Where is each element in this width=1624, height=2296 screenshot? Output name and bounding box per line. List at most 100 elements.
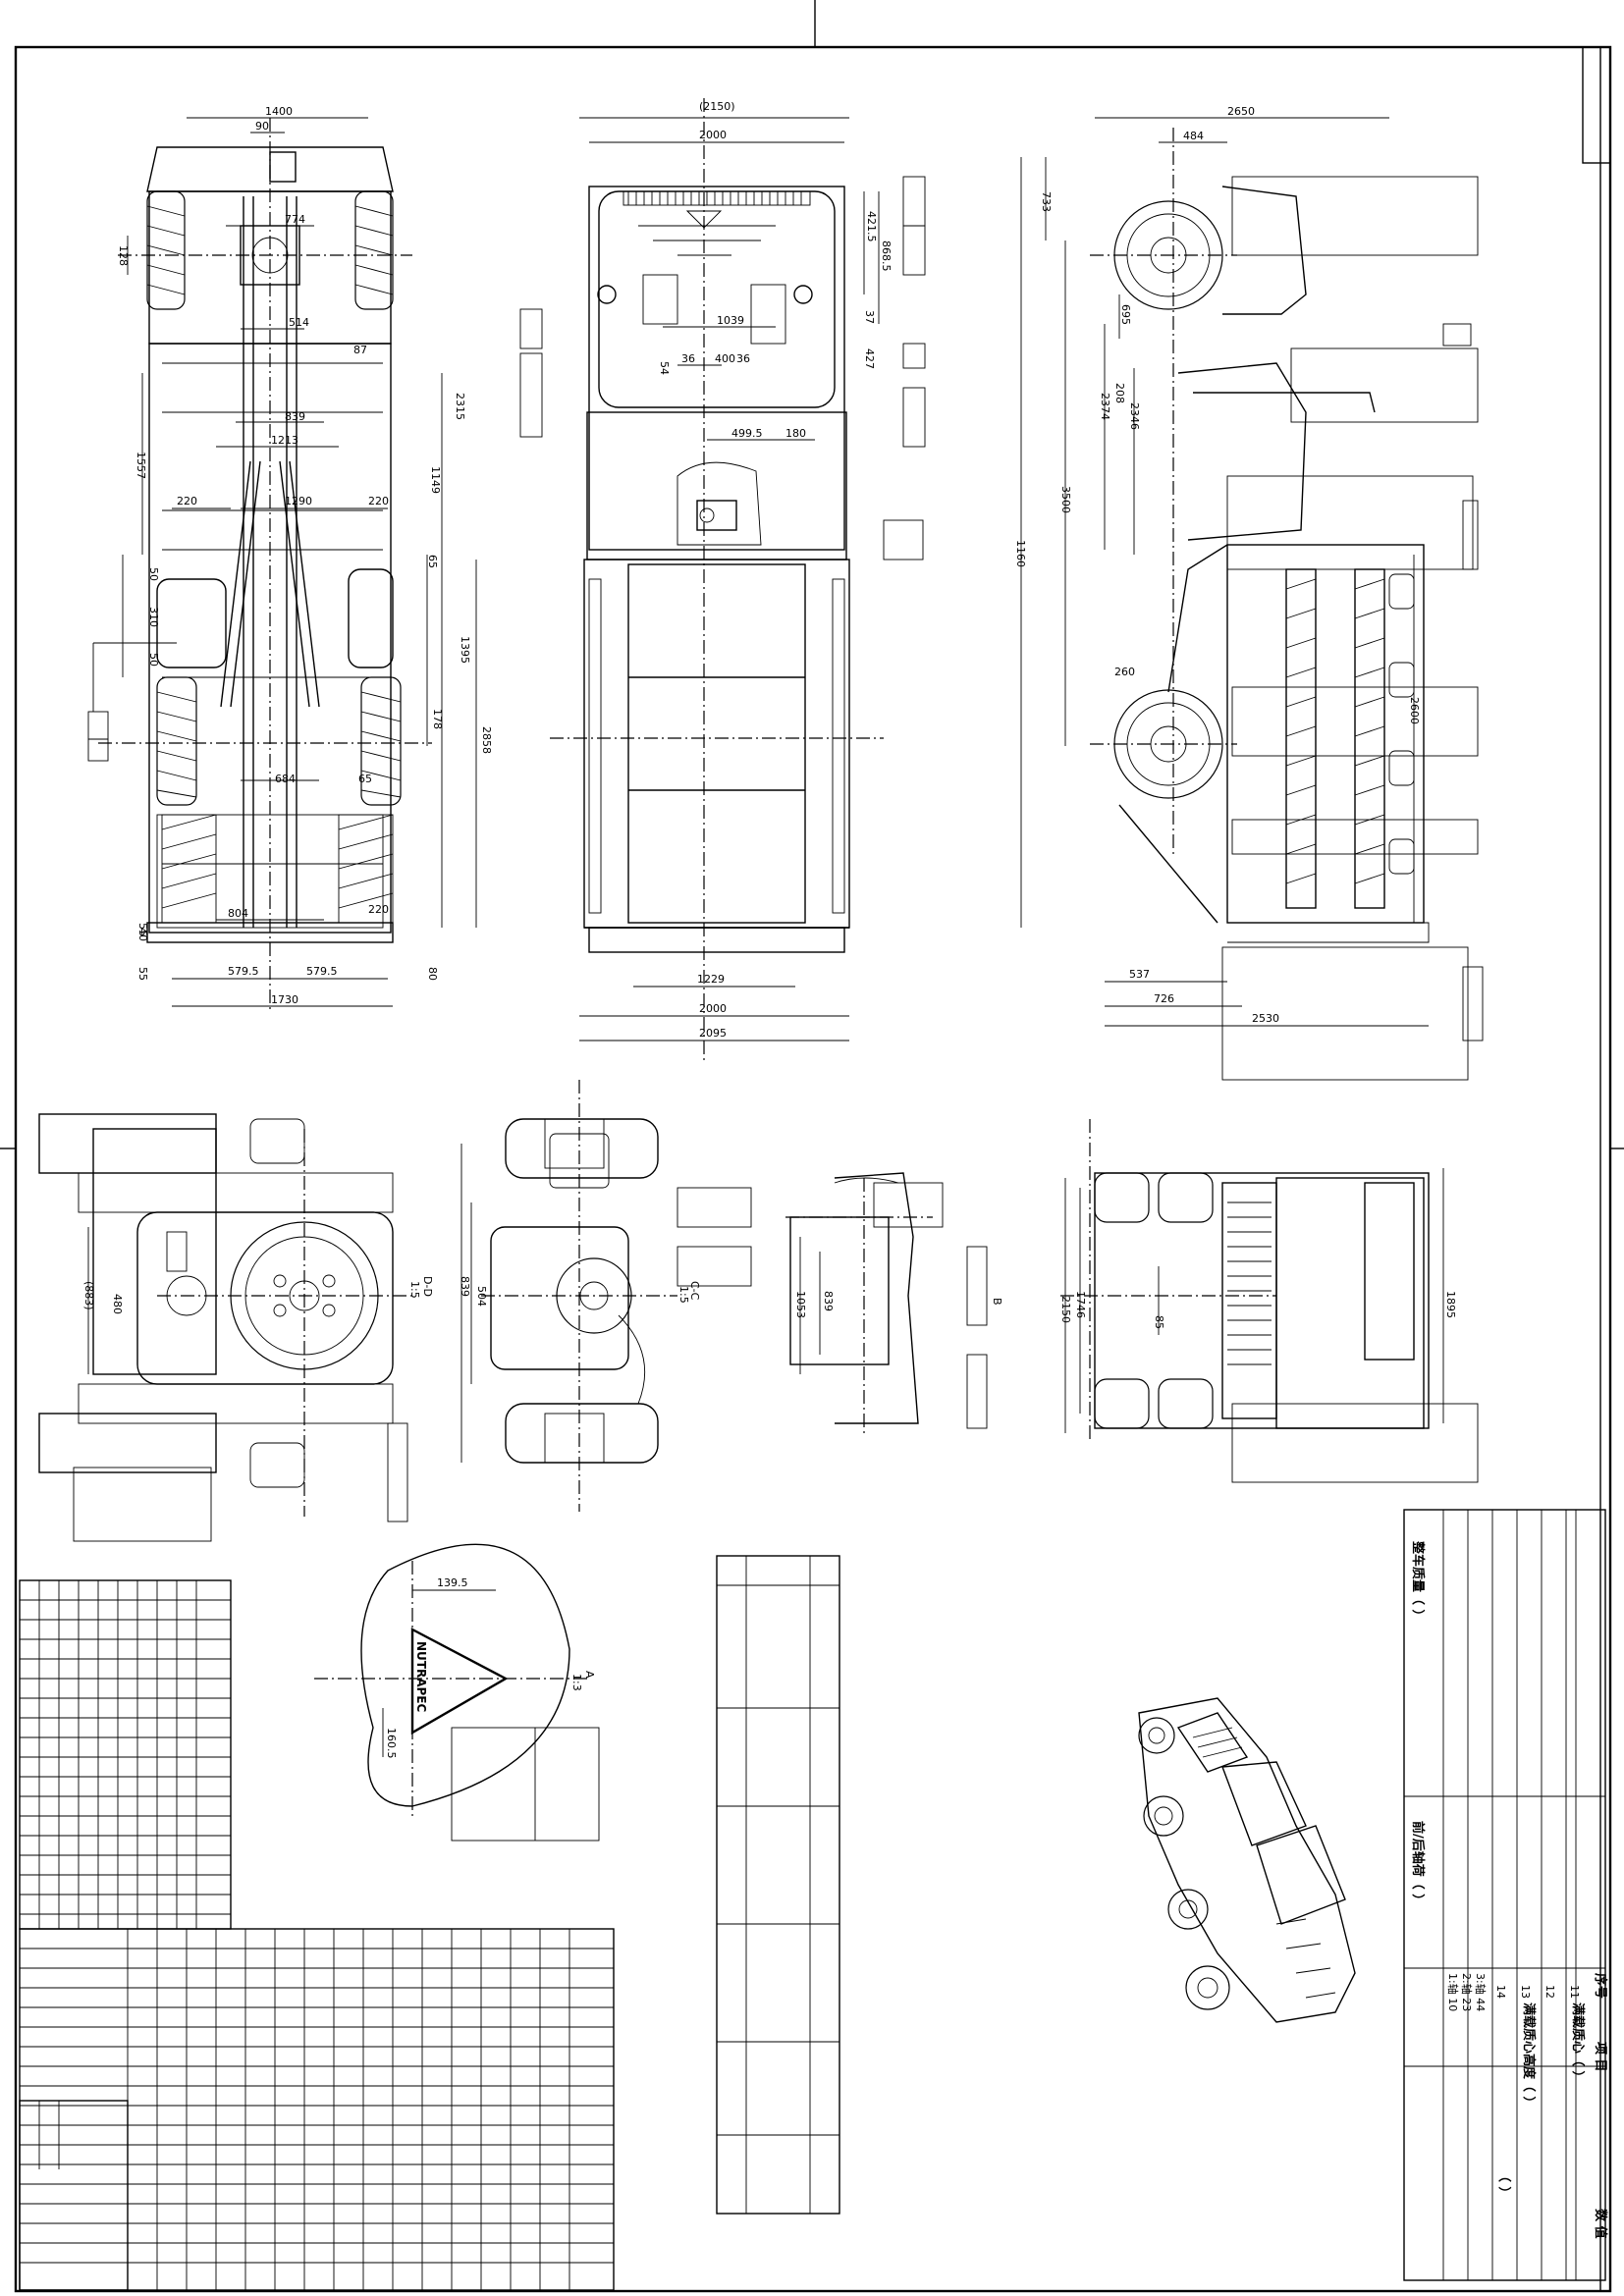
dim-220-left: 220 bbox=[177, 495, 197, 507]
dim-80: 80 bbox=[426, 967, 439, 981]
dim-480: 480 bbox=[111, 1294, 124, 1314]
dim-579-5-right: 579.5 bbox=[306, 965, 338, 978]
dim-2374: 2374 bbox=[1099, 393, 1111, 420]
dim-37: 37 bbox=[863, 310, 876, 324]
dim-160-5: 160.5 bbox=[385, 1728, 398, 1759]
body-top-view: (2150) 2000 421.5 868.5 1039 400 36 36 3… bbox=[519, 98, 926, 1060]
dim-85: 85 bbox=[1153, 1315, 1165, 1329]
dim-50-b: 50 bbox=[147, 653, 160, 667]
dim-3500: 3500 bbox=[1059, 486, 1072, 513]
dim-2315: 2315 bbox=[454, 393, 466, 420]
dim-499-5: 499.5 bbox=[731, 427, 763, 440]
side-view: 2650 484 733 695 2374 2346 3500 1160 260… bbox=[1014, 105, 1484, 1081]
dim-868-5: 868.5 bbox=[880, 240, 893, 272]
label-vehicle-mass: 整车质量（ ） bbox=[1410, 1540, 1426, 1623]
dim-310: 310 bbox=[147, 607, 160, 627]
dim-2600: 2600 bbox=[1408, 697, 1421, 724]
detail-engine-view: (883) 480 D-D 1:5 bbox=[38, 1113, 434, 1542]
dim-2095: 2095 bbox=[699, 1027, 727, 1040]
dim-220-rear: 220 bbox=[368, 903, 389, 916]
dim-1400: 1400 bbox=[265, 105, 293, 118]
rear-view: 2150 1746 85 1895 bbox=[1059, 1119, 1479, 1483]
dim-65-side: 65 bbox=[426, 555, 439, 568]
dim-55-a: 55 bbox=[136, 967, 149, 981]
scale-c-c: 1:5 bbox=[677, 1286, 690, 1304]
dim-128: 128 bbox=[117, 245, 130, 266]
dim-1895: 1895 bbox=[1444, 1291, 1457, 1318]
logo-detail-view: NUTRAPEC 139.5 A 1:3 160.5 bbox=[314, 1543, 600, 1842]
title-block: 整车质量（ ） 前/后轴荷（ ） 1:轴 10 2:轴 23 3:轴 44 14… bbox=[1403, 1509, 1608, 2281]
label-paren: （ ） bbox=[1496, 2169, 1512, 2200]
dim-36-a: 36 bbox=[681, 352, 695, 365]
dim-2346: 2346 bbox=[1128, 402, 1141, 430]
spec-line-3: 3:轴 44 bbox=[1474, 1973, 1488, 2011]
label-b: B bbox=[991, 1298, 1003, 1306]
dim-684: 684 bbox=[275, 773, 296, 785]
dim-36-b: 36 bbox=[736, 352, 750, 365]
dim-579-5-left: 579.5 bbox=[228, 965, 259, 978]
dim-1053: 1053 bbox=[794, 1291, 807, 1318]
dim-40: 40 bbox=[136, 928, 149, 941]
row-13: 13 bbox=[1519, 1985, 1532, 1999]
dim-839-c: 839 bbox=[822, 1291, 835, 1311]
dim-2000-top: 2000 bbox=[699, 129, 727, 141]
dim-726: 726 bbox=[1154, 992, 1174, 1005]
dim-2150-rear: 2150 bbox=[1059, 1296, 1072, 1323]
dim-1746: 1746 bbox=[1074, 1291, 1087, 1318]
label-axle-load: 前/后轴荷（ ） bbox=[1410, 1821, 1426, 1906]
dim-1213: 1213 bbox=[271, 434, 298, 447]
dim-1160: 1160 bbox=[1014, 540, 1027, 567]
detail-rear-axle-view: 1053 839 B bbox=[785, 1172, 1003, 1433]
dim-839: 839 bbox=[285, 410, 305, 423]
dim-87: 87 bbox=[353, 344, 367, 356]
logo-text: NUTRAPEC bbox=[414, 1641, 428, 1712]
isometric-vehicle bbox=[1138, 1697, 1356, 2023]
dim-2650: 2650 bbox=[1227, 105, 1255, 118]
dim-514: 514 bbox=[289, 316, 309, 329]
dim-90: 90 bbox=[255, 120, 269, 133]
row-11: 11 bbox=[1568, 1985, 1581, 1999]
dim-2000-bottom: 2000 bbox=[699, 1002, 727, 1015]
dim-65: 65 bbox=[358, 773, 372, 785]
label-cg-height: 满载质心高度（ ） bbox=[1521, 2002, 1537, 2109]
dim-180: 180 bbox=[785, 427, 806, 440]
dim-1039: 1039 bbox=[717, 314, 744, 327]
dim-774: 774 bbox=[285, 213, 305, 226]
dim-537: 537 bbox=[1129, 968, 1150, 981]
dim-50-a: 50 bbox=[147, 567, 160, 581]
dim-400: 400 bbox=[715, 352, 735, 365]
dim-1149: 1149 bbox=[429, 466, 442, 494]
dim-1557: 1557 bbox=[135, 452, 147, 479]
header-index: 序号 bbox=[1593, 1973, 1608, 1999]
dim-260: 260 bbox=[1114, 666, 1135, 678]
dim-421-5: 421.5 bbox=[865, 211, 878, 242]
dim-55-b: 55 bbox=[136, 923, 149, 936]
dim-1229: 1229 bbox=[697, 973, 725, 986]
revision-table-lower bbox=[19, 1928, 615, 2291]
header-value: 数 值 bbox=[1593, 2209, 1608, 2239]
dim-1730: 1730 bbox=[271, 993, 298, 1006]
middle-table bbox=[716, 1555, 840, 2215]
label-d-d: D-D bbox=[421, 1276, 434, 1297]
dim-695: 695 bbox=[1119, 304, 1132, 325]
dim-2150: (2150) bbox=[699, 100, 735, 113]
spec-line-1: 1:轴 10 bbox=[1446, 1973, 1460, 2011]
dim-1395: 1395 bbox=[459, 636, 471, 664]
dim-208: 208 bbox=[1113, 383, 1126, 403]
dim-54: 54 bbox=[658, 361, 671, 375]
scale-d-d: 1:5 bbox=[408, 1281, 421, 1299]
drawing-border bbox=[14, 45, 1612, 2293]
dim-427: 427 bbox=[863, 348, 876, 369]
dim-504: 504 bbox=[475, 1286, 488, 1307]
dim-733: 733 bbox=[1040, 191, 1053, 212]
spec-line-2: 2:轴 23 bbox=[1460, 1973, 1474, 2011]
dim-883: (883) bbox=[82, 1281, 95, 1310]
row-14: 14 bbox=[1494, 1985, 1507, 1999]
dim-139-5: 139.5 bbox=[437, 1576, 468, 1589]
dim-220-right: 220 bbox=[368, 495, 389, 507]
dim-1290: 1290 bbox=[285, 495, 312, 507]
revision-table-upper bbox=[19, 1579, 232, 1930]
row-12: 12 bbox=[1543, 1985, 1556, 1999]
scale-a: 1:3 bbox=[570, 1674, 583, 1691]
